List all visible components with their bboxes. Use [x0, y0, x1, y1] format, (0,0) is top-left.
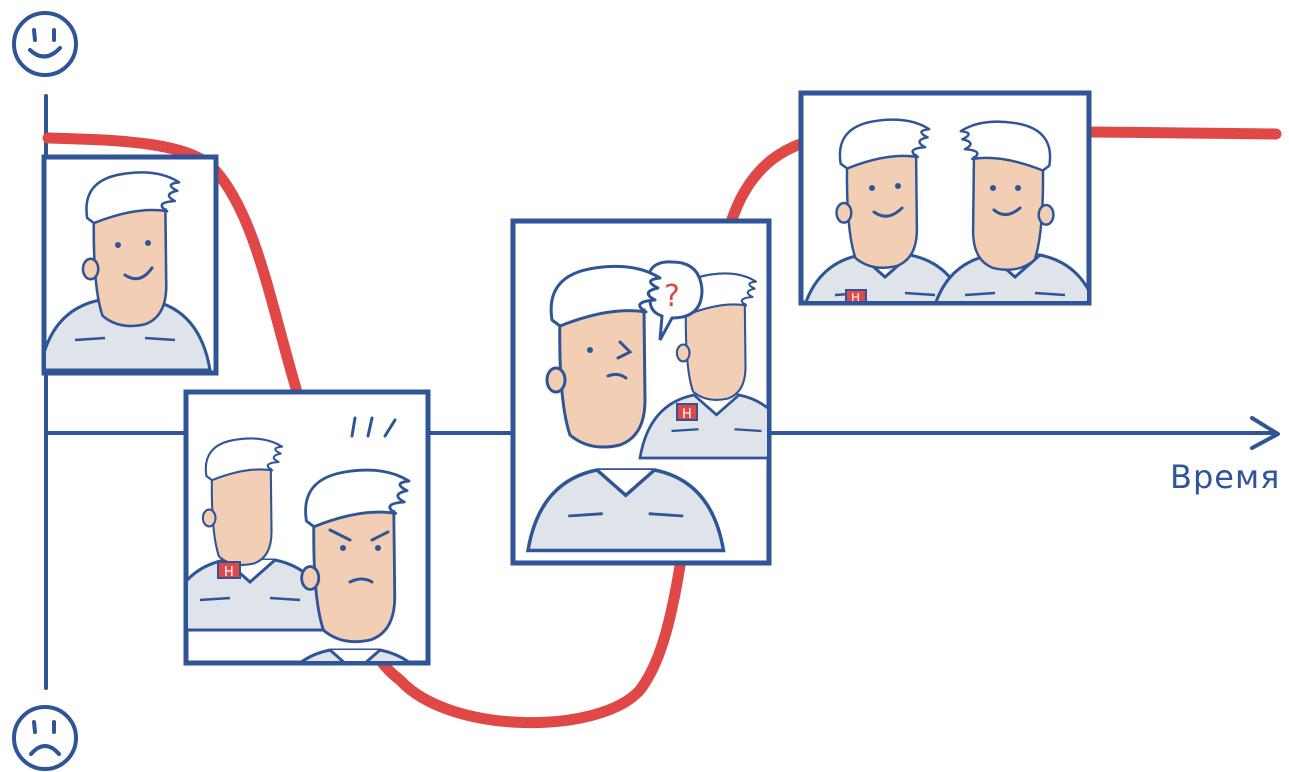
- sad-face-icon: [12, 705, 78, 771]
- badge-icon: [676, 403, 698, 421]
- panel-confused: H ?: [510, 218, 772, 566]
- badge-icon: [217, 561, 241, 579]
- panel-3-badge: H: [682, 407, 692, 422]
- panel-4-badge: H: [851, 291, 860, 305]
- speech-bubble: [646, 260, 704, 341]
- panel-2-badge: H: [224, 565, 234, 580]
- panel-team-happy: H: [798, 90, 1092, 306]
- x-axis-label: Время: [1170, 458, 1280, 496]
- question-mark: ?: [664, 279, 680, 314]
- panel-angry: H: [183, 389, 431, 666]
- panel-initial-happy: [41, 154, 219, 376]
- badge-icon: [845, 289, 867, 301]
- happy-face-icon: [12, 11, 78, 77]
- x-axis-arrow-icon: [1250, 416, 1280, 450]
